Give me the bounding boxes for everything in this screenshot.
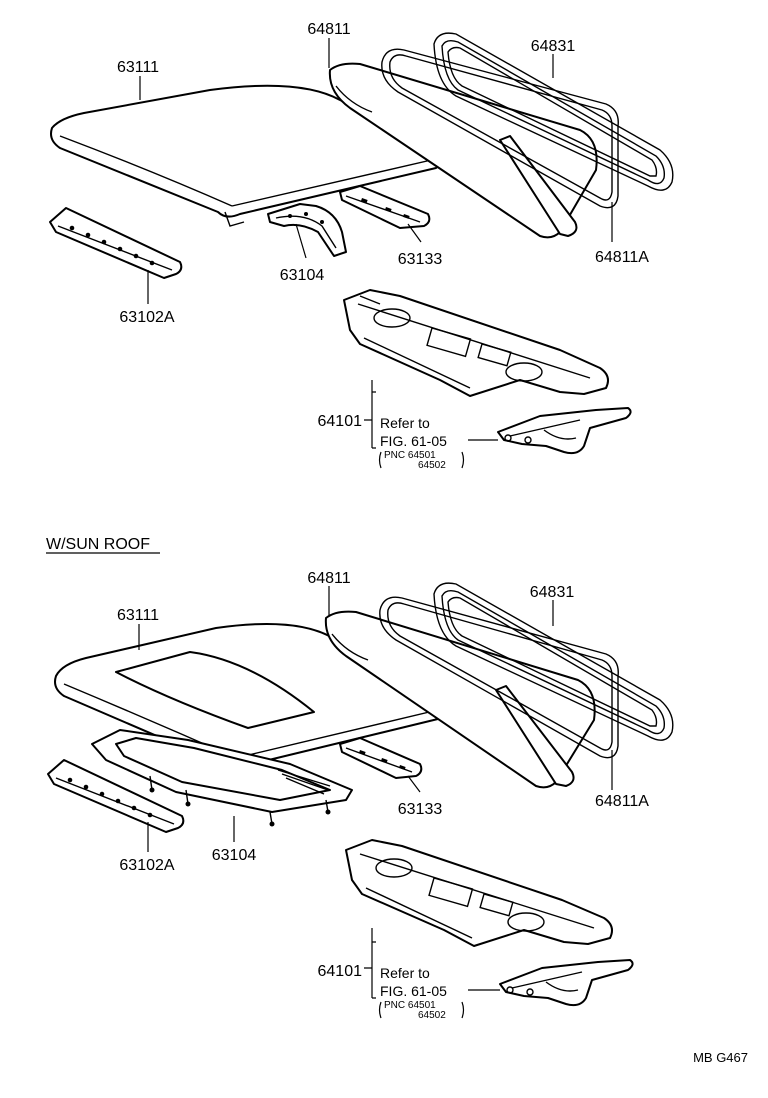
refer-pnc: PNC 64501 bbox=[384, 450, 436, 461]
label-63104-2: 63104 bbox=[212, 847, 257, 864]
part-64101-package-tray-2 bbox=[345, 839, 613, 947]
label-64811a-2: 64811A bbox=[595, 793, 649, 810]
label-64831-2: 64831 bbox=[530, 584, 575, 601]
label-63133: 63133 bbox=[398, 251, 443, 268]
part-63104-roof-bow bbox=[267, 203, 347, 257]
refer-pnc2: 64502 bbox=[418, 460, 446, 471]
leader-lines-sunroof bbox=[138, 586, 613, 999]
refer-pnc-2: PNC 64501 bbox=[384, 1000, 436, 1011]
section-top: 64811 64831 63111 63133 63104 64811A 631… bbox=[49, 21, 674, 471]
part-63102a-front-rail bbox=[49, 207, 183, 279]
part-63133-rear-rail-2 bbox=[339, 737, 423, 779]
diagram-code: MB G467 bbox=[693, 1050, 748, 1065]
part-63104-sunroof-frame bbox=[91, 729, 353, 827]
part-hinge-reference-2 bbox=[499, 959, 634, 1007]
refer-line1: Refer to bbox=[380, 415, 430, 431]
label-64101-2: 64101 bbox=[318, 963, 363, 980]
part-63102a-front-rail-2 bbox=[47, 759, 185, 833]
sunroof-heading: W/SUN ROOF bbox=[46, 536, 150, 553]
label-64101: 64101 bbox=[318, 413, 363, 430]
label-63133-2: 63133 bbox=[398, 801, 443, 818]
label-63102a: 63102A bbox=[119, 309, 174, 326]
label-63102a-2: 63102A bbox=[119, 857, 174, 874]
label-63104: 63104 bbox=[280, 267, 325, 284]
part-64101-package-tray bbox=[343, 289, 609, 397]
refer-line2: FIG. 61-05 bbox=[380, 433, 447, 449]
label-64811: 64811 bbox=[307, 21, 350, 38]
label-63111: 63111 bbox=[117, 59, 159, 76]
label-64811a: 64811A bbox=[595, 249, 649, 266]
part-64811-back-glass-2 bbox=[324, 610, 596, 789]
part-63133-rear-rail bbox=[339, 185, 431, 229]
section-sunroof: W/SUN ROOF bbox=[46, 536, 674, 1021]
label-64811-2: 64811 bbox=[307, 570, 350, 587]
label-63111-2: 63111 bbox=[117, 607, 159, 624]
part-64831-weatherstrip-2 bbox=[379, 582, 674, 759]
label-64831: 64831 bbox=[531, 38, 576, 55]
part-64831-weatherstrip bbox=[381, 32, 674, 209]
refer-line2-2: FIG. 61-05 bbox=[380, 983, 447, 999]
leader-lines-top bbox=[139, 38, 613, 449]
part-hinge-reference bbox=[497, 407, 632, 455]
refer-line1-2: Refer to bbox=[380, 965, 430, 981]
refer-pnc2-2: 64502 bbox=[418, 1010, 446, 1021]
